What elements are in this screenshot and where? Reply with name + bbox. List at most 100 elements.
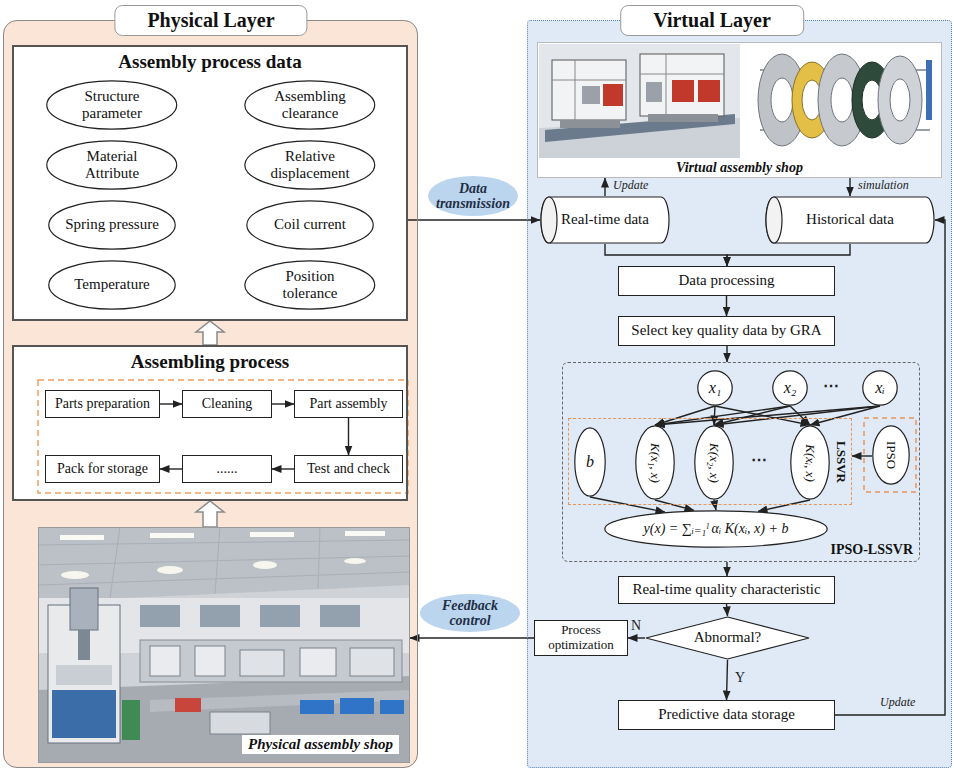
process-box: Select key quality data by GRA [618, 316, 835, 346]
cylinder-outline [541, 197, 669, 243]
node-text: Cleaning [202, 396, 253, 412]
edge-label: N [630, 618, 642, 633]
data-store: Real-time data [540, 196, 670, 244]
node-text: Predictive data storage [658, 706, 795, 723]
ellipse-outline [245, 141, 375, 189]
connector-arrow [160, 403, 182, 404]
optimizer-ellipse: IPSO [872, 425, 910, 485]
formula-ellipse: y(x) = ∑ᵢ₌₁ˡ αᵢ K(xᵢ, x) + b [604, 510, 828, 548]
block-arrow [196, 321, 224, 345]
connector-arrow [727, 244, 850, 266]
block-arrow [196, 501, 224, 527]
ellipse-outline [636, 426, 674, 499]
virtual-shop-render [537, 42, 942, 178]
data-ellipse: Spring pressure [48, 200, 176, 250]
edge-label: Update [611, 179, 650, 192]
edge-label: Update [878, 696, 917, 709]
data-store: Historical data [765, 196, 935, 244]
data-ellipse: Position tolerance [244, 260, 376, 310]
node-text: Assembling clearance [259, 88, 361, 123]
node-text: Relative displacement [259, 148, 361, 183]
node-text: Temperature [74, 276, 150, 293]
process-group-box: Assembling processParts preparation Clean… [12, 345, 408, 501]
node-text: IPSO [884, 441, 899, 469]
data-ellipse: Coil current [246, 200, 374, 250]
node-text: Select key quality data by GRA [631, 322, 821, 339]
panel-fill [3, 20, 418, 768]
ellipse-outline [773, 371, 807, 405]
data-ellipse: Structure parameter [46, 80, 178, 130]
data-ellipse: Relative displacement [244, 140, 376, 190]
node-text: Physical Layer [114, 5, 307, 36]
ellipse-outline [863, 371, 897, 405]
process-box: Predictive data storage [618, 700, 835, 730]
connector-arrow [604, 178, 605, 196]
ellipse-outline [698, 371, 732, 405]
kernel-ellipse: K(x₂, x) [694, 425, 734, 500]
cylinder-cap [541, 197, 557, 243]
connector-arrow [408, 219, 540, 220]
bias-ellipse: b [574, 427, 606, 497]
connector-arrow [628, 637, 645, 638]
edge-label: simulation [856, 179, 911, 192]
node-text: Assembling process [14, 351, 406, 373]
ellipse-outline [575, 428, 605, 496]
connector-arrow [727, 660, 728, 700]
photo-frame: Physical assembly shop [38, 527, 410, 763]
dashed-region [864, 418, 916, 492]
node-text: IPSO-LSSVR [831, 542, 913, 558]
cylinder-cap [766, 197, 782, 243]
connector-arrow [348, 418, 349, 455]
node-text: Assembly process data [14, 51, 406, 73]
connector-arrow [758, 500, 810, 511]
node-text: K(x₁, x) [648, 443, 663, 483]
box-fill [12, 345, 408, 501]
node-text: Virtual assembly shop [670, 160, 809, 176]
process-box: Data processing [618, 266, 835, 296]
node-text: b [586, 453, 594, 471]
connector-arrow [714, 406, 715, 425]
render-frame: Virtual assembly shop [537, 42, 942, 178]
node-text: Spring pressure [65, 216, 159, 233]
node-text: K(x₂, x) [707, 443, 722, 483]
process-box: Real-time quality characteristic [618, 576, 835, 604]
connector-arrow [160, 468, 182, 469]
process-box: Part assembly [294, 390, 403, 418]
node-text: x₁ [709, 379, 722, 397]
cylinder-outline [766, 197, 934, 243]
input-circle: xᵢ [862, 370, 898, 406]
input-circle: x₁ [697, 370, 733, 406]
process-box: Parts preparation [45, 390, 160, 418]
kernel-ellipse: K(x₁, x) [635, 425, 675, 500]
box-fill [12, 45, 408, 321]
ellipsis-mark: ⋯ [751, 451, 767, 469]
process-box: ...... [182, 455, 272, 483]
ellipse-outline [245, 261, 375, 309]
node-text: Virtual Layer [620, 5, 804, 36]
layer-panel: Virtual LayerVirtual assembly shopReal-t… [527, 20, 952, 768]
connector-arrow [272, 403, 294, 404]
data-ellipse: Temperature [48, 260, 176, 310]
node-text: Test and check [307, 461, 390, 477]
connector-arrow [714, 500, 716, 510]
node-text: Material Attribute [61, 148, 163, 183]
process-box: Test and check [294, 455, 403, 483]
edge-label: Y [734, 670, 746, 685]
ellipse-outline [47, 81, 177, 129]
connector-arrow [726, 296, 727, 316]
node-text: Structure parameter [61, 88, 163, 123]
dashed-region [38, 380, 408, 493]
ellipse-outline [247, 201, 373, 249]
model-group-box: IPSO-LSSVRx₁x₂xᵢLSSVRbK(x₁, x)K(x₂, x)K(… [562, 362, 920, 562]
connector-arrow [849, 178, 850, 196]
node-text: xᵢ [875, 379, 885, 397]
node-text: Real-time quality characteristic [632, 581, 820, 598]
layer-panel: Physical LayerAssembly process dataStruc… [3, 20, 418, 768]
ellipse-outline [49, 201, 175, 249]
node-text: x₂ [784, 379, 797, 397]
input-circle: x₂ [772, 370, 808, 406]
connector-arrow [727, 604, 728, 616]
connector-arrow [272, 468, 294, 469]
node-text: Position tolerance [259, 268, 361, 303]
node-text: Real-time data [561, 211, 649, 228]
